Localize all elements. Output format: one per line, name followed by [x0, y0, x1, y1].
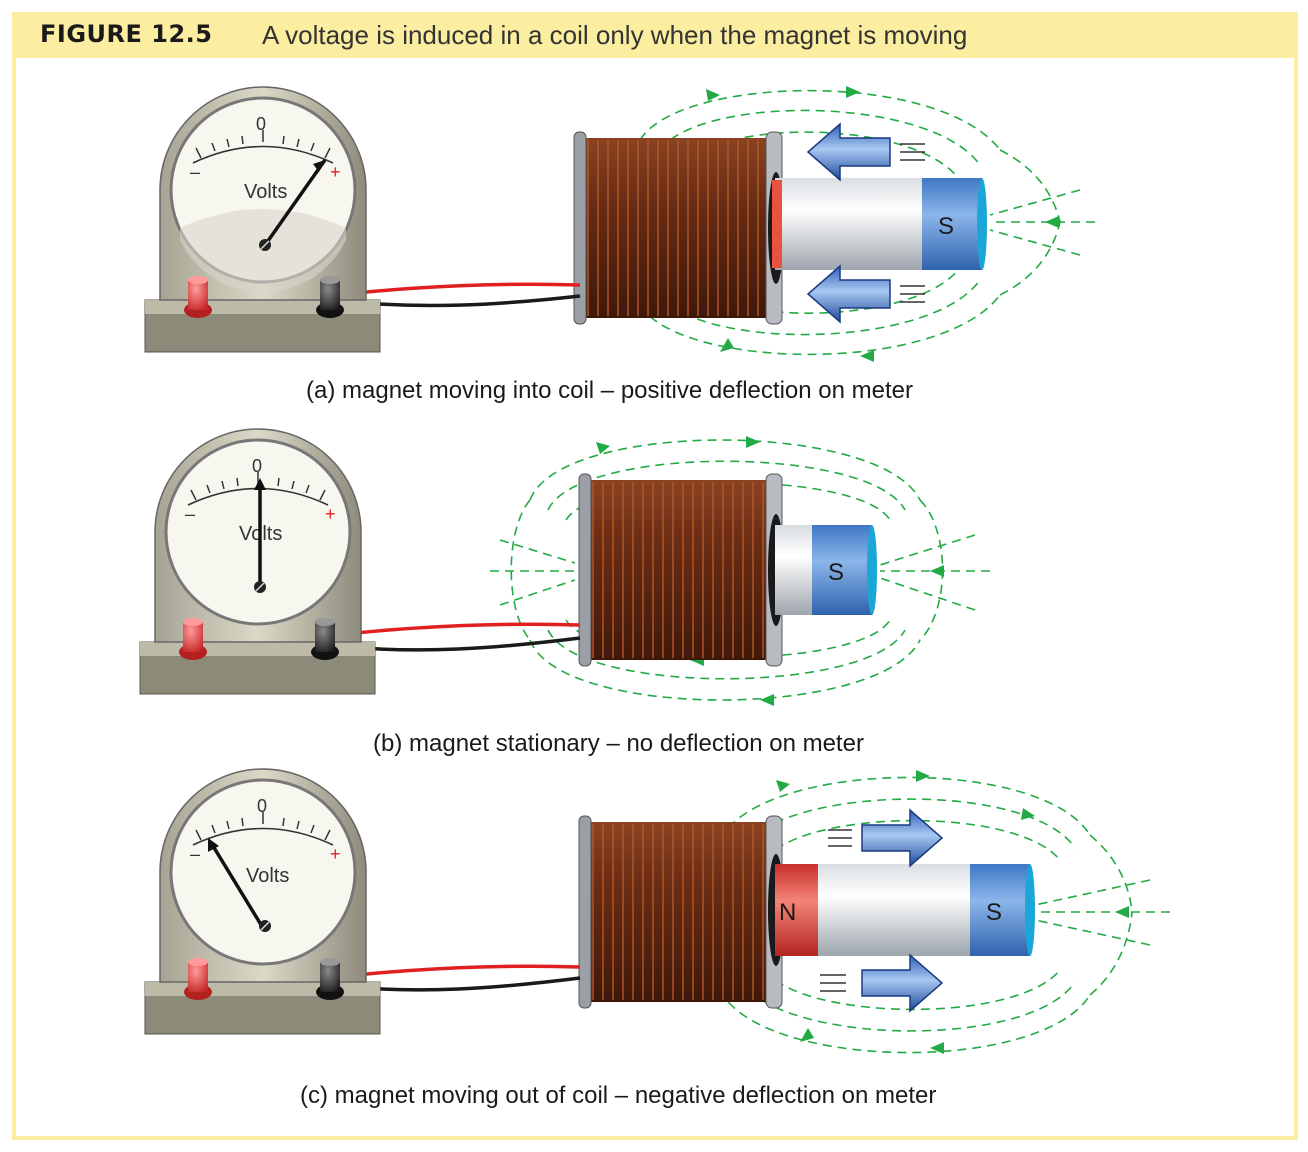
panel-b-caption: (b) magnet stationary – no deflection on…: [373, 730, 864, 757]
meter-minus-label: –: [190, 844, 200, 864]
meter-needle: [211, 845, 265, 929]
panel-c-caption: (c) magnet moving out of coil – negative…: [300, 1082, 936, 1109]
bar-magnet: S: [772, 178, 987, 270]
voltmeter: 0 – + Volts: [144, 768, 381, 1035]
coil: [578, 815, 784, 1009]
voltmeter: 0 – + Volts: [139, 428, 376, 695]
panel-a: S: [144, 86, 1095, 404]
figure-title: A voltage is induced in a coil only when…: [262, 20, 968, 50]
south-pole-label: S: [986, 899, 1002, 926]
meter-zero-label: 0: [256, 114, 266, 134]
bar-magnet: N S: [775, 864, 1035, 956]
figure-header: FIGURE 12.5 A voltage is induced in a co…: [12, 12, 1298, 58]
meter-plus-label: +: [330, 162, 341, 182]
meter-minus-label: –: [185, 504, 195, 524]
meter-minus-label: –: [190, 162, 200, 182]
field-arrows: [706, 86, 1059, 362]
meter-plus-label: +: [330, 844, 341, 864]
meter-plus-label: +: [325, 504, 336, 524]
bar-magnet: S: [775, 525, 877, 615]
panel-c: N S: [144, 768, 1170, 1109]
panel-b: S 0 – +: [139, 428, 990, 757]
meter-needle: [261, 158, 327, 250]
coil: [578, 473, 784, 667]
coil: [573, 131, 784, 325]
meter-zero-label: 0: [257, 796, 267, 816]
field-arrows: [776, 770, 1129, 1054]
figure-number: FIGURE 12.5: [40, 20, 213, 48]
motion-arrows: [820, 808, 944, 1013]
meter-unit-label: Volts: [244, 181, 287, 203]
south-pole-label: S: [828, 559, 844, 586]
voltmeter: 0 – + Volts: [144, 86, 381, 353]
meter-zero-label: 0: [252, 456, 262, 476]
motion-arrows: [806, 122, 925, 324]
panel-a-caption: (a) magnet moving into coil – positive d…: [306, 377, 913, 404]
north-pole-label: N: [779, 899, 796, 926]
south-pole-label: S: [938, 213, 954, 240]
meter-unit-label: Volts: [246, 865, 289, 887]
